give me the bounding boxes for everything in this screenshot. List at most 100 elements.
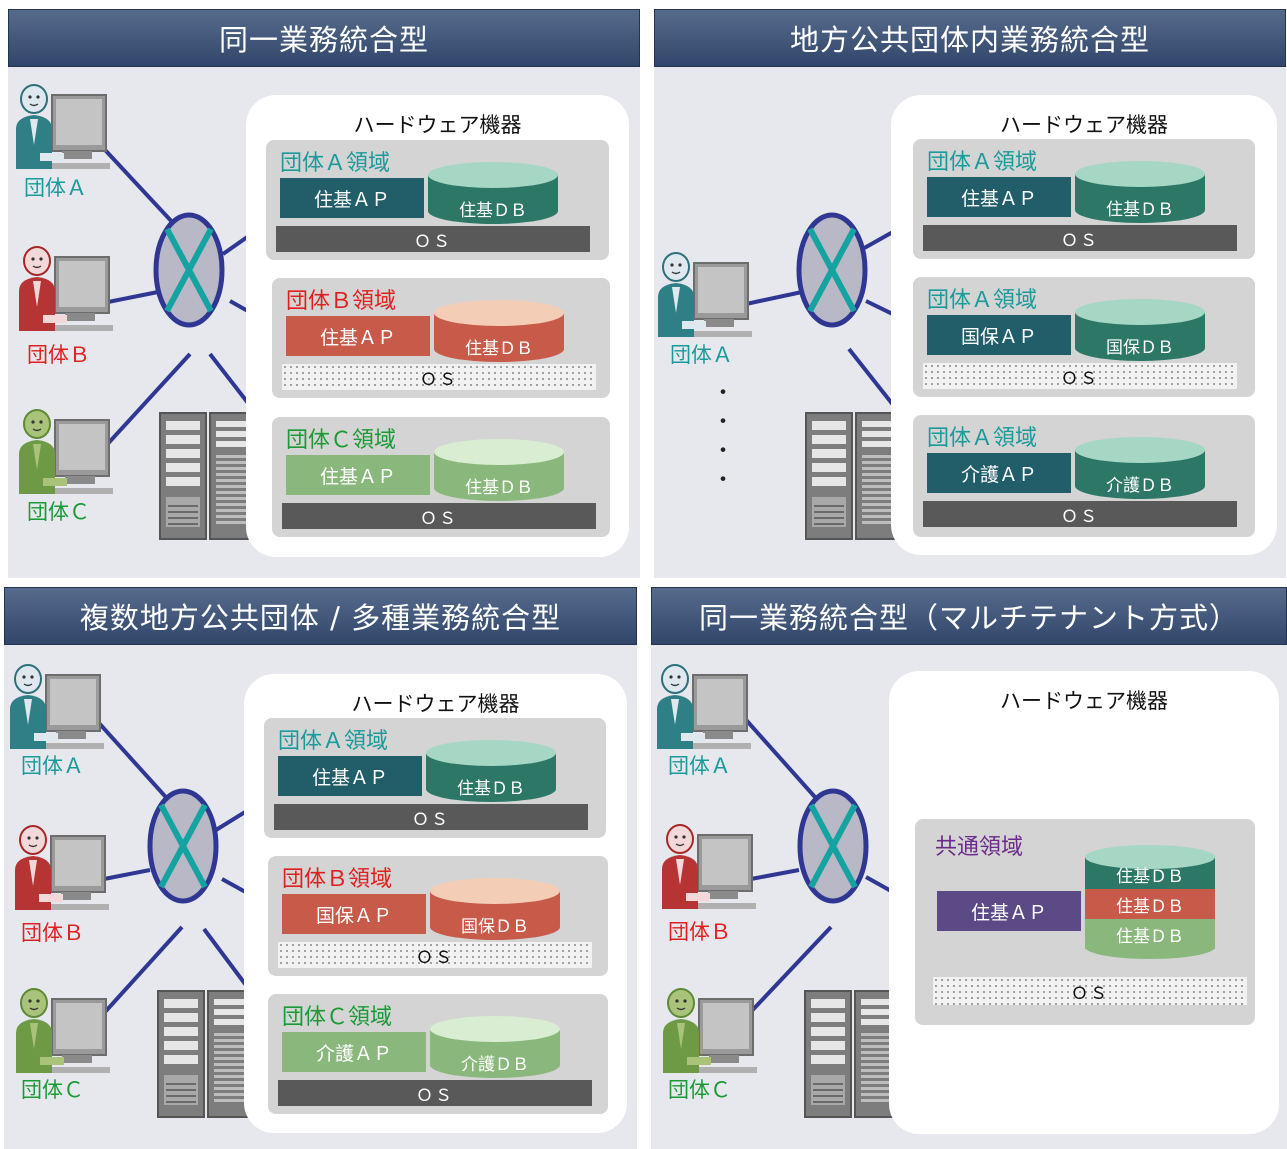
db-label: 住基ＤＢ: [459, 201, 527, 221]
person-at-computer-icon: [16, 84, 110, 169]
db-label: 住基ＤＢ: [465, 339, 533, 359]
network-icon: [796, 211, 868, 333]
db-label: 住基ＤＢ: [1116, 927, 1184, 947]
domain-label: 団体Ａ領域: [927, 288, 1038, 313]
ap-box: 住基ＡＰ: [278, 756, 422, 796]
network-icon: [153, 211, 225, 333]
user-label: 団体Ａ: [668, 754, 731, 778]
user-teal: [10, 79, 114, 183]
user-label: 団体Ｃ: [668, 1078, 731, 1102]
user-green: [13, 404, 117, 508]
user-green: [10, 983, 114, 1087]
db-cylinder-bottom: [1075, 197, 1205, 223]
hardware-title: ハードウェア機器: [1000, 689, 1168, 713]
ap-box: 介護ＡＰ: [282, 1032, 426, 1072]
server-rack-icon: [803, 989, 907, 1125]
os-bar: ＯＳ: [923, 363, 1237, 389]
db-cylinder-top: [434, 300, 564, 326]
panel-title: 同一業務統合型: [8, 9, 640, 67]
db-cylinder: 介護ＤＢ: [430, 1016, 560, 1078]
domain-label: 団体Ａ領域: [927, 150, 1038, 175]
domain-label: 団体Ｂ領域: [286, 289, 397, 314]
db-cylinder-top: [430, 1016, 560, 1042]
hardware-title: ハードウェア機器: [351, 692, 520, 716]
db-cylinder-bottom: [430, 1052, 560, 1078]
ap-box: 介護ＡＰ: [927, 453, 1071, 493]
db-label: 国保ＤＢ: [1106, 338, 1174, 358]
db-cylinder-top: [1075, 437, 1205, 463]
db-cylinder-top: [428, 162, 558, 188]
network-cross-icon: [796, 212, 868, 328]
db-cylinder-top: [1075, 299, 1205, 325]
user-label: 団体Ａ: [670, 343, 733, 367]
user-red: [13, 241, 117, 345]
db-cylinder-bottom: [434, 336, 564, 362]
db-cylinder-top: [1075, 161, 1205, 187]
db-cylinder: 介護ＤＢ: [1075, 437, 1205, 499]
domain-label: 団体Ｂ領域: [282, 867, 393, 892]
db-label: 介護ＤＢ: [461, 1055, 529, 1075]
domain-box: 団体Ａ領域国保ＡＰ 国保ＤＢ ＯＳ: [913, 277, 1255, 397]
os-bar: ＯＳ: [282, 364, 596, 390]
os-bar: ＯＳ: [276, 226, 590, 252]
person-at-computer-icon: [15, 825, 109, 910]
user-label: 団体Ａ: [21, 754, 84, 778]
os-bar: ＯＳ: [923, 501, 1237, 527]
person-at-computer-icon: [19, 246, 113, 331]
person-at-computer-icon: [657, 664, 751, 749]
hardware-title: ハードウェア機器: [1000, 113, 1168, 137]
db-cylinder: 住基ＤＢ: [434, 300, 564, 362]
domain-label: 団体Ｃ領域: [282, 1005, 393, 1030]
db-cylinder: 国保ＤＢ: [1075, 299, 1205, 361]
db-cylinder: 住基ＤＢ: [428, 162, 558, 224]
user-teal: [4, 659, 108, 763]
user-green: [657, 983, 761, 1087]
ellipsis: ・ ・ ・ ・: [712, 381, 735, 493]
person-at-computer-icon: [658, 252, 752, 337]
ap-box: 住基ＡＰ: [927, 177, 1071, 217]
ap-box: 国保ＡＰ: [927, 315, 1071, 355]
panel-title: 地方公共団体内業務統合型: [654, 9, 1286, 67]
panel-multi-government-multi-business: 複数地方公共団体 / 多種業務統合型 団体Ａ 団体Ｂ 団体Ｃ ハードウェア機器 …: [4, 587, 637, 1149]
person-at-computer-icon: [663, 988, 757, 1073]
db-cylinder-bottom: [1075, 473, 1205, 499]
ap-box: 住基ＡＰ: [286, 316, 430, 356]
db-cylinder-bottom: [426, 776, 556, 802]
panel-title: 複数地方公共団体 / 多種業務統合型: [4, 587, 637, 645]
db-cylinder: 住基ＤＢ: [426, 740, 556, 802]
db-cylinder-bottom: [430, 914, 560, 940]
person-at-computer-icon: [16, 988, 110, 1073]
network-cross-icon: [797, 788, 869, 904]
db-label: 住基ＤＢ: [465, 478, 533, 498]
db-label: 国保ＤＢ: [461, 917, 529, 937]
ap-box: 国保ＡＰ: [282, 894, 426, 934]
network-icon: [147, 787, 219, 909]
db-cylinder-top: [430, 878, 560, 904]
user-label: 団体Ａ: [24, 176, 87, 200]
user-red: [656, 819, 760, 923]
person-at-computer-icon: [19, 409, 113, 494]
domain-label: 団体Ｃ領域: [286, 428, 397, 453]
hardware-title: ハードウェア機器: [353, 113, 522, 137]
user-label: 団体Ｂ: [27, 343, 90, 367]
server-rack-icon-svg: [804, 990, 904, 1118]
os-bar: ＯＳ: [933, 977, 1247, 1005]
db-label: 住基ＤＢ: [1116, 867, 1184, 887]
person-at-computer-icon: [662, 824, 756, 909]
db-cylinder-bottom: [428, 198, 558, 224]
db-cylinder-bottom: [434, 475, 564, 501]
user-teal: [651, 659, 755, 763]
user-label: 団体Ｃ: [21, 1078, 84, 1102]
db-cylinder-bottom: [1085, 935, 1215, 959]
user-teal: [654, 247, 756, 351]
